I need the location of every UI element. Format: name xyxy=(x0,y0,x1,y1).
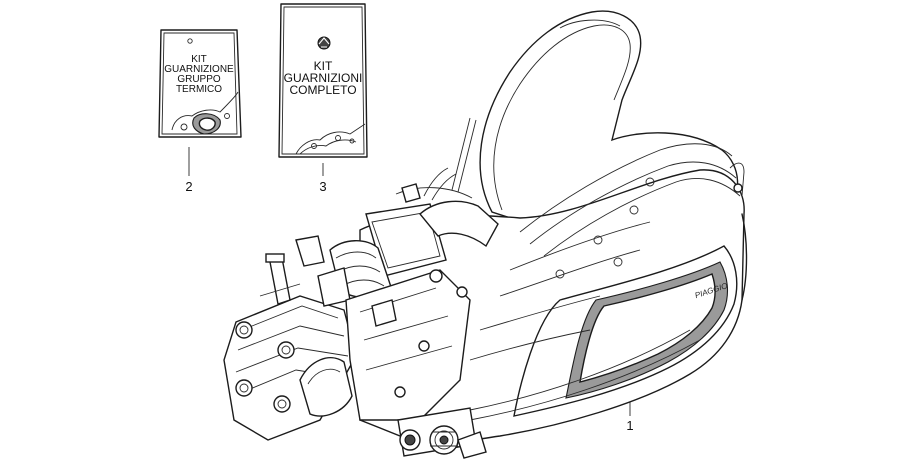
kit-complete-line-3: COMPLETO xyxy=(289,83,356,97)
kit-thermal-line-4: TERMICO xyxy=(176,84,222,95)
kit-complete-line-1: KIT xyxy=(314,59,333,73)
kit-thermal-line-3: GRUPPO xyxy=(177,74,221,85)
piaggio-logo-icon xyxy=(317,36,331,50)
kit-thermal-gasket-package[interactable]: KIT GUARNIZIONE GRUPPO TERMICO xyxy=(158,29,242,138)
callout-1[interactable]: 1 xyxy=(626,418,633,433)
callout-2[interactable]: 2 xyxy=(185,179,192,194)
kit-thermal-line-1: KIT xyxy=(191,54,207,65)
kit-thermal-line-2: GUARNIZIONE xyxy=(164,64,234,75)
engine-assembly[interactable]: PIAGGIO xyxy=(223,10,748,459)
callout-3[interactable]: 3 xyxy=(319,179,326,194)
kit-complete-line-2: GUARNIZIONI xyxy=(284,71,363,85)
logo-icon xyxy=(187,38,193,44)
kit-complete-gasket-package[interactable]: KIT GUARNIZIONI COMPLETO xyxy=(278,3,368,158)
